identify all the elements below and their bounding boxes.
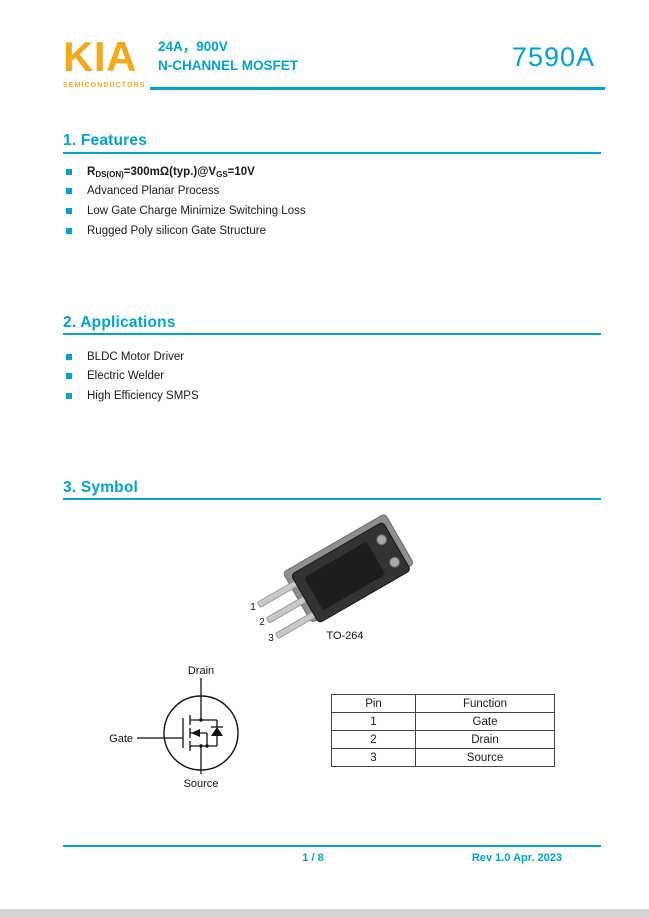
application-item: High Efficiency SMPS xyxy=(63,386,601,406)
feature-item: Advanced Planar Process xyxy=(63,182,601,202)
pin-cell: 2 xyxy=(331,730,416,749)
symbol-heading: 3. Symbol xyxy=(63,479,139,496)
footer-rule xyxy=(63,845,601,847)
junction-dot xyxy=(199,744,203,748)
gate-label: Gate xyxy=(109,733,133,745)
pin-1-label: 1 xyxy=(250,602,256,613)
feature-item: RDS(ON)=300mΩ(typ.)@VGS=10V xyxy=(63,162,601,182)
pin-table-row: 1 Gate xyxy=(331,712,555,731)
feature-text: Advanced Planar Process xyxy=(87,185,220,198)
symbol-rule xyxy=(63,498,601,500)
pin-table-row: 2 Drain xyxy=(331,730,555,749)
features-rule xyxy=(63,152,601,154)
header-spec: 24A，900V N-CHANNEL MOSFET xyxy=(158,37,298,75)
feature-text: Low Gate Charge Minimize Switching Loss xyxy=(87,204,306,217)
logo-text: KIA xyxy=(63,33,137,80)
pin-table-header-row: Pin Function xyxy=(331,694,555,713)
application-text: High Efficiency SMPS xyxy=(87,389,199,402)
spec-line-2: N-CHANNEL MOSFET xyxy=(158,58,298,73)
applications-heading: 2. Applications xyxy=(63,314,176,331)
feature-item: Rugged Poly silicon Gate Structure xyxy=(63,221,601,241)
pin-3-label: 3 xyxy=(268,633,274,644)
package-name-label: TO-264 xyxy=(326,630,363,642)
mounting-hole xyxy=(389,556,401,568)
package-drawing: 1 2 3 TO-264 xyxy=(250,514,413,644)
channel-arrow-icon xyxy=(191,729,200,737)
feature-text: RDS(ON)=300mΩ(typ.)@VGS=10V xyxy=(87,165,255,180)
logo-subtext: SEMICONDUCTORS xyxy=(63,82,146,89)
pin-table-row: 3 Source xyxy=(331,748,555,767)
feature-text: Rugged Poly silicon Gate Structure xyxy=(87,224,266,237)
mosfet-symbol: Drain Gate Source xyxy=(109,665,239,790)
revision-label: Rev 1.0 Apr. 2023 xyxy=(471,852,562,864)
part-number: 7590A xyxy=(511,42,595,72)
pin-cell: 1 xyxy=(331,712,416,731)
symbol-lines xyxy=(137,678,223,774)
bullet-icon xyxy=(66,392,72,399)
junction-dot xyxy=(205,744,209,748)
pin-2-label: 2 xyxy=(259,617,265,628)
drain-label: Drain xyxy=(188,665,214,677)
feature-item: Low Gate Charge Minimize Switching Loss xyxy=(63,201,601,221)
application-item: Electric Welder xyxy=(63,367,601,387)
source-label: Source xyxy=(184,778,219,790)
function-cell: Gate xyxy=(415,712,555,731)
application-text: BLDC Motor Driver xyxy=(87,350,185,363)
bullet-icon xyxy=(66,353,72,360)
package-face xyxy=(304,542,385,610)
applications-list: BLDC Motor Driver Electric Welder High E… xyxy=(63,347,601,406)
pin-table: Pin Function 1 Gate 2 Drain 3 Source xyxy=(331,694,555,767)
page-edge xyxy=(0,909,649,917)
junction-dot xyxy=(199,718,203,722)
application-item: BLDC Motor Driver xyxy=(63,347,601,367)
application-text: Electric Welder xyxy=(87,370,165,383)
page-number: 1 / 8 xyxy=(302,852,324,864)
function-cell: Drain xyxy=(415,730,555,749)
pin-cell: 3 xyxy=(331,748,416,767)
mounting-hole xyxy=(376,534,388,546)
bullet-icon xyxy=(66,207,72,214)
bullet-icon xyxy=(66,188,72,195)
bullet-icon xyxy=(66,227,72,234)
bullet-icon xyxy=(66,373,72,380)
features-heading: 1. Features xyxy=(63,132,148,149)
pin-column-header: Pin xyxy=(331,694,416,713)
header-rule xyxy=(150,87,605,90)
function-cell: Source xyxy=(415,748,555,767)
function-column-header: Function xyxy=(415,694,555,713)
bullet-icon xyxy=(66,168,72,175)
logo: KIA SEMICONDUCTORS xyxy=(63,33,146,90)
spec-line-1: 24A，900V xyxy=(158,39,228,54)
diode-icon xyxy=(211,727,223,736)
features-list: RDS(ON)=300mΩ(typ.)@VGS=10V Advanced Pla… xyxy=(63,162,601,240)
applications-rule xyxy=(63,333,601,335)
